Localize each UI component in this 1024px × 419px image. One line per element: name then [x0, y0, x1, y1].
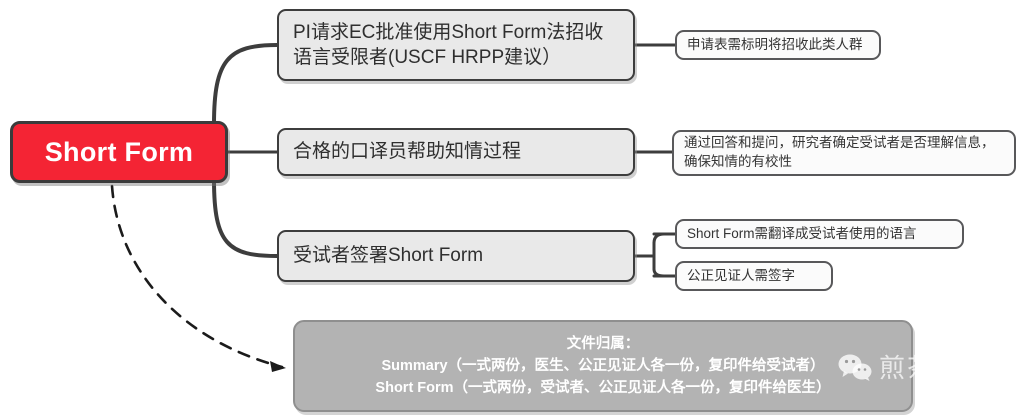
- summary-panel[interactable]: 文件归属： Summary（一式两份，医生、公正见证人各一份，复印件给受试者） …: [293, 320, 913, 412]
- leaf-node-1-1[interactable]: 申请表需标明将招收此类人群: [675, 30, 881, 60]
- leaf-node-2-1[interactable]: 通过回答和提问，研究者确定受试者是否理解信息，确保知情的有校性: [672, 130, 1016, 176]
- summary-line-2: Short Form（一式两份，受试者、公正见证人各一份，复印件给医生）: [375, 380, 831, 397]
- branch-node-3-label: 受试者签署Short Form: [293, 245, 484, 267]
- dashed-arrow: [110, 184, 286, 372]
- root-node-label: Short Form: [44, 136, 194, 167]
- summary-line-1: Summary（一式两份，医生、公正见证人各一份，复印件给受试者）: [381, 357, 825, 374]
- summary-title: 文件归属：: [566, 335, 640, 352]
- branch-node-2-label: 合格的口译员帮助知情过程: [293, 141, 522, 163]
- leaf-node-3-1[interactable]: Short Form需翻译成受试者使用的语言: [675, 219, 964, 249]
- branch-node-2[interactable]: 合格的口译员帮助知情过程: [277, 128, 635, 176]
- leaf-node-1-1-label: 申请表需标明将招收此类人群: [687, 36, 863, 52]
- root-node[interactable]: Short Form: [10, 121, 228, 183]
- branch-node-1[interactable]: PI请求EC批准使用Short Form法招收语言受限者(USCF HRPP建议…: [277, 9, 635, 81]
- branch-node-3[interactable]: 受试者签署Short Form: [277, 230, 635, 282]
- leaf-node-3-2[interactable]: 公正见证人需签字: [675, 261, 833, 291]
- leaf-node-3-2-label: 公正见证人需签字: [687, 267, 795, 283]
- branch-node-1-label: PI请求EC批准使用Short Form法招收语言受限者(USCF HRPP建议…: [293, 21, 604, 68]
- leaf-node-3-1-label: Short Form需翻译成受试者使用的语言: [687, 225, 917, 241]
- leaf-node-2-1-label: 通过回答和提问，研究者确定受试者是否理解信息，确保知情的有校性: [684, 135, 995, 169]
